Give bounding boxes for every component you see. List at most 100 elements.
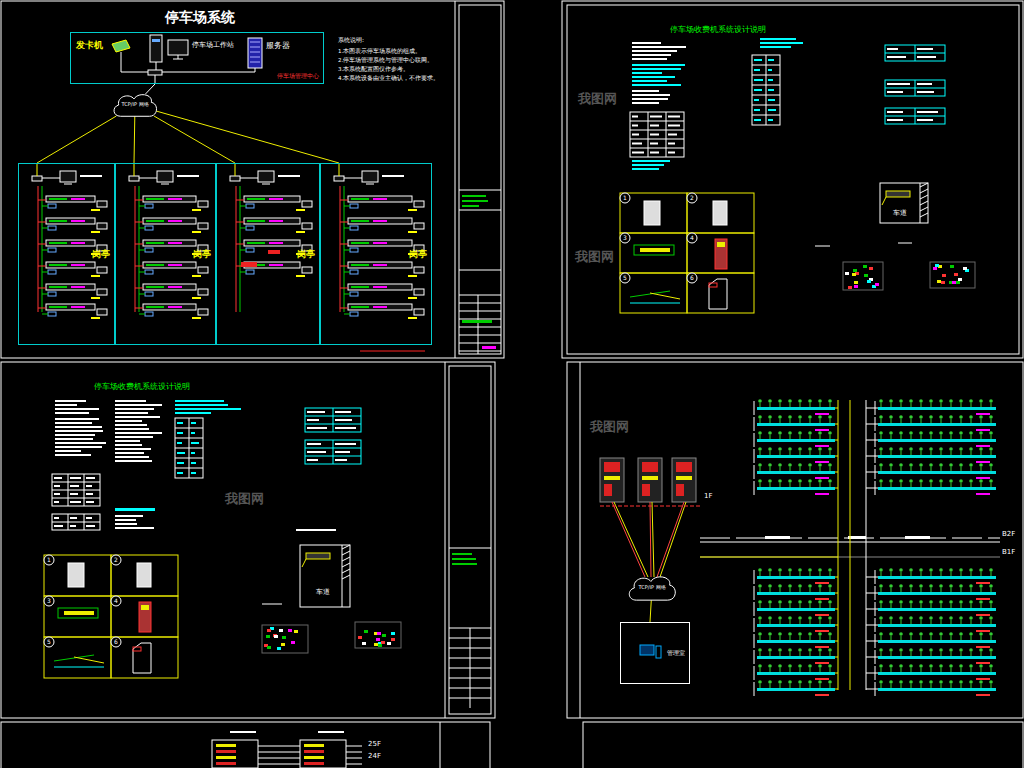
text-placeholder-bar <box>754 109 760 111</box>
riser-device <box>216 756 236 759</box>
sensor-bus <box>757 640 835 643</box>
sensor-dot <box>959 616 963 620</box>
table-grid <box>666 112 667 157</box>
text-placeholder-bar <box>632 160 670 162</box>
control-cable <box>38 308 46 309</box>
sensor-dot <box>939 664 943 668</box>
sensor-dot <box>969 415 973 419</box>
sensor-bus <box>754 481 755 495</box>
riser-cable <box>835 609 838 610</box>
sensor-dot <box>758 447 762 451</box>
detail-cell <box>111 596 178 637</box>
plan-symbol <box>382 634 386 637</box>
watermark: 我图网 <box>225 492 264 507</box>
sensor-dot <box>758 463 762 467</box>
sensor-dot <box>981 403 982 407</box>
plan-symbol <box>956 281 960 284</box>
sensor-dot <box>770 467 771 471</box>
sensor-dot <box>891 483 892 487</box>
sensor-dot <box>818 415 822 419</box>
terminal-icon <box>145 204 153 208</box>
sensor-dot <box>961 403 962 407</box>
sensor-dot <box>891 572 892 576</box>
sensor-dot <box>770 403 771 407</box>
text-placeholder-bar <box>815 614 829 616</box>
sensor-dot <box>778 616 782 620</box>
sensor-dot <box>788 680 792 684</box>
sensor-dot <box>808 680 812 684</box>
text-placeholder-bar <box>976 413 990 415</box>
control-cable <box>340 222 348 223</box>
plan-drawing <box>262 625 308 653</box>
wall-hatch <box>342 545 350 549</box>
sensor-dot <box>778 680 782 684</box>
sensor-dot <box>951 668 952 672</box>
control-cable <box>42 186 43 312</box>
text-placeholder-bar <box>55 438 93 440</box>
sensor-dot <box>770 684 771 688</box>
text-placeholder-bar <box>175 400 224 402</box>
note-heading: 系统说明: <box>338 37 364 44</box>
text-placeholder-bar <box>115 416 160 418</box>
text-placeholder-bar <box>765 536 790 539</box>
riser-cable <box>866 424 878 425</box>
text-placeholder-bar <box>815 662 829 664</box>
text-placeholder-bar <box>192 231 201 233</box>
sensor-dot <box>899 648 903 652</box>
sensor-dot <box>979 568 983 572</box>
text-placeholder-bar <box>482 346 496 349</box>
sensor-dot <box>828 463 832 467</box>
sensor-dot <box>768 664 772 668</box>
sensor-dot <box>810 636 811 640</box>
text-placeholder-bar <box>115 400 146 402</box>
text-placeholder-bar <box>815 694 829 696</box>
sensor-bus <box>754 433 755 447</box>
table-grid <box>52 474 100 506</box>
sensor-bus <box>757 608 835 611</box>
plan-symbol <box>869 267 873 270</box>
sensor-dot <box>818 648 822 652</box>
text-placeholder-bar <box>917 48 933 50</box>
table-grid <box>885 80 945 96</box>
control-cable <box>240 250 246 251</box>
sensor-dot <box>778 600 782 604</box>
sensor-dot <box>881 572 882 576</box>
text-placeholder-bar <box>55 442 106 444</box>
sensor-dot <box>959 584 963 588</box>
sensor-dot <box>889 648 893 652</box>
sensor-dot <box>768 632 772 636</box>
sensor-dot <box>951 620 952 624</box>
sensor-dot <box>760 652 761 656</box>
riser-cable <box>866 440 878 441</box>
sensor-dot <box>778 648 782 652</box>
sensor-dot <box>931 451 932 455</box>
sensor-dot <box>798 600 802 604</box>
sensor-dot <box>808 479 812 483</box>
plan-symbol <box>267 646 271 649</box>
device-label: 发卡机 <box>76 40 103 50</box>
text-placeholder-bar <box>115 428 149 430</box>
sensor-bus <box>878 640 996 643</box>
control-cable <box>236 186 237 312</box>
text-placeholder-bar <box>768 79 773 81</box>
plan-symbol <box>266 635 270 638</box>
sensor-dot <box>879 648 883 652</box>
sensor-dot <box>820 419 821 423</box>
text-placeholder-bar <box>462 200 488 202</box>
plan-symbol <box>378 644 382 647</box>
control-cable <box>240 206 246 207</box>
sensor-dot <box>971 451 972 455</box>
sensor-dot <box>991 636 992 640</box>
text-placeholder-bar <box>177 432 183 434</box>
sensor-dot <box>949 399 953 403</box>
terminal-icon <box>350 248 358 252</box>
sensor-dot <box>760 467 761 471</box>
lane-controller <box>348 262 412 268</box>
sensor-dot <box>979 415 983 419</box>
control-cable <box>38 244 46 245</box>
terminal-icon <box>246 226 254 230</box>
sensor-dot <box>981 451 982 455</box>
text-placeholder-bar <box>115 420 142 422</box>
sensor-bus <box>878 672 996 675</box>
sensor-dot <box>941 451 942 455</box>
